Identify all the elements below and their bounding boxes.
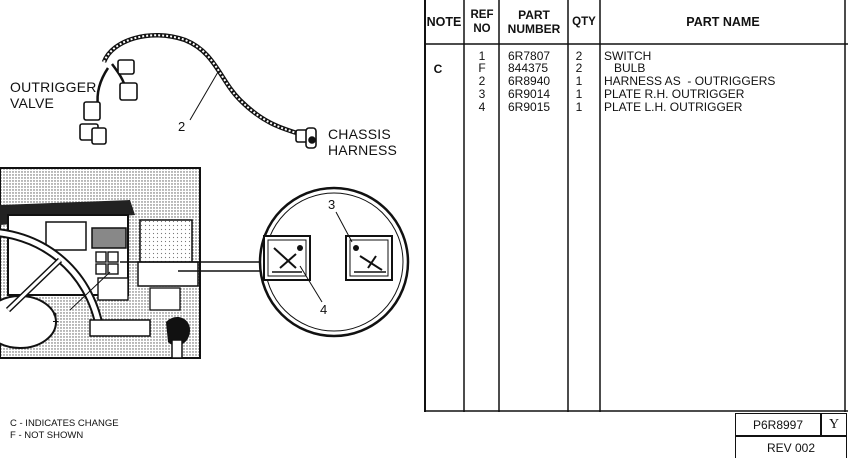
doc-suffix-box: Y <box>821 413 847 436</box>
callout-plate-lh: 4 <box>320 302 328 317</box>
outrigger-valve-label: OUTRIGGER VALVE <box>10 79 97 111</box>
header-qty: QTY <box>572 16 596 28</box>
row-ref: 1 <box>478 49 486 63</box>
valve-connectors <box>79 59 138 145</box>
row-part-number: 6R8940 <box>508 74 551 88</box>
header-part-name: PART NAME <box>686 15 760 29</box>
header-part-number: PART NUMBER <box>507 8 561 36</box>
illustration-drawing <box>0 33 410 359</box>
table-grid <box>424 0 848 412</box>
chassis-harness-label-line1: CHASSIS <box>328 126 391 142</box>
revision: REV 002 <box>766 440 816 455</box>
doc-suffix: Y <box>828 416 840 432</box>
row-part-name: HARNESS AS - OUTRIGGERS <box>604 74 776 88</box>
outrigger-valve-label-line1: OUTRIGGER <box>10 79 97 95</box>
row-part-name: SWITCH <box>604 49 652 63</box>
row-part-number: 6R9014 <box>508 87 551 101</box>
chassis-harness-label-line2: HARNESS <box>328 142 398 158</box>
row-qty: 1 <box>575 100 583 114</box>
row-qty: 1 <box>575 74 583 88</box>
row-qty: 2 <box>575 49 583 63</box>
row-ref: 3 <box>478 87 486 101</box>
row-part-number: 6R7807 <box>508 49 551 63</box>
row-part-number: 844375 <box>508 61 549 75</box>
row-part-name: PLATE R.H. OUTRIGGER <box>604 87 745 101</box>
footer-notes: C - INDICATES CHANGE F - NOT SHOWN <box>10 418 119 442</box>
chassis-harness-label: CHASSIS HARNESS <box>328 126 397 158</box>
outrigger-valve-label-line2: VALVE <box>10 95 55 111</box>
chassis-connector <box>295 127 317 149</box>
revision-box: REV 002 <box>735 436 847 458</box>
detail-circle <box>258 186 410 338</box>
row-note: C <box>433 62 443 76</box>
row-qty: 1 <box>575 87 583 101</box>
note-change: C - INDICATES CHANGE <box>10 418 119 429</box>
doc-number-box: P6R8997 <box>735 413 821 436</box>
callout-plate-rh: 3 <box>328 197 336 212</box>
callout-harness: 2 <box>178 119 186 134</box>
row-part-name: BULB <box>604 61 646 75</box>
row-ref: 4 <box>478 100 486 114</box>
header-note: NOTE <box>426 15 462 29</box>
row-ref: 2 <box>478 74 486 88</box>
row-part-number: 6R9015 <box>508 100 551 114</box>
note-not-shown: F - NOT SHOWN <box>10 430 84 441</box>
row-qty: 2 <box>575 61 583 75</box>
parts-table: NOTE REF NO PART NUMBER QTY PART NAME 1 … <box>424 0 848 412</box>
header-ref-no: REF NO <box>470 9 494 35</box>
callout-switch: 1 <box>52 310 60 325</box>
parts-illustration: OUTRIGGER VALVE CHASSIS HARNESS 2 1 3 4 <box>0 0 424 412</box>
plate-rh <box>345 235 393 281</box>
doc-number: P6R8997 <box>752 417 804 432</box>
dashboard-drawing <box>0 167 201 359</box>
plate-lh <box>263 235 311 281</box>
row-part-name: PLATE L.H. OUTRIGGER <box>604 100 743 114</box>
row-ref: F <box>478 61 486 75</box>
